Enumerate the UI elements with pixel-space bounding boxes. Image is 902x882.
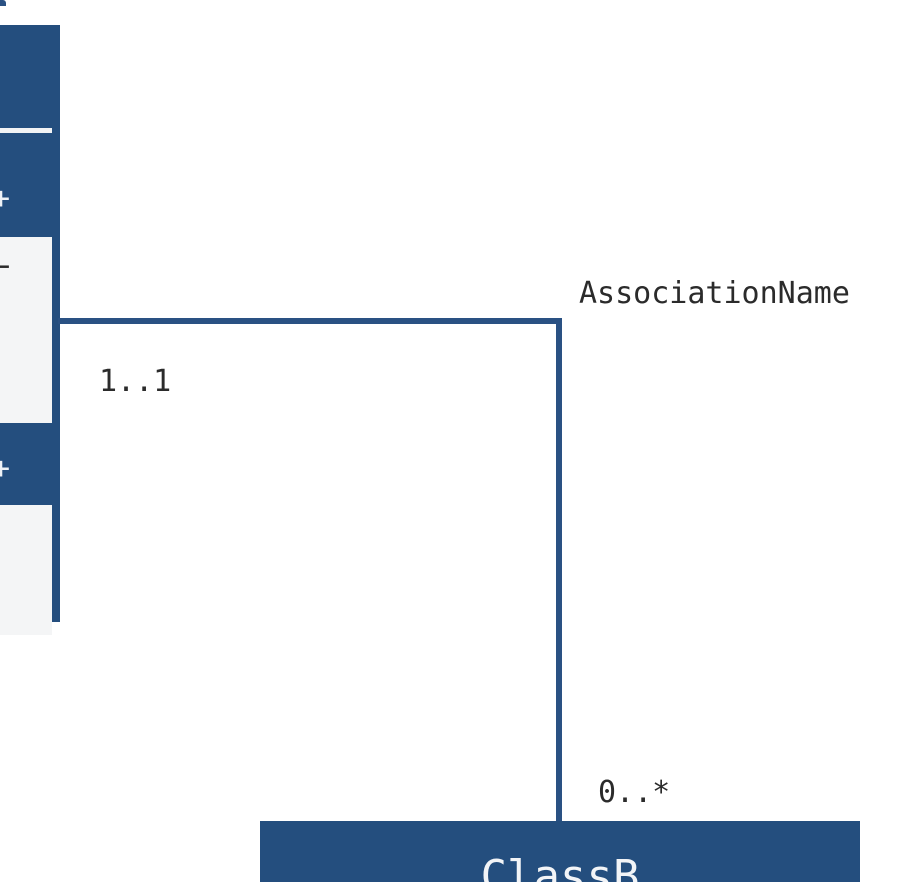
association-source-multiplicity-label: 1..1 <box>99 364 172 399</box>
association-target-multiplicity-label: 0..* <box>598 775 671 810</box>
class-a-compartment-trailing <box>0 505 52 635</box>
class-b-title: ClassB <box>480 851 640 882</box>
association-edge-vertical[interactable] <box>556 318 562 824</box>
class-node-b[interactable]: ClassB <box>260 821 860 882</box>
association-edge-corner <box>0 0 6 6</box>
class-a-title <box>0 25 60 128</box>
class-a-compartment-operations: + <box>0 423 60 505</box>
class-a-compartment-attributes: + <box>0 133 60 237</box>
association-name-label: AssociationName <box>579 276 850 311</box>
class-a-member-private-1[interactable]: − <box>0 249 11 284</box>
association-edge-horizontal[interactable] <box>58 318 562 324</box>
class-node-a[interactable]: + − + <box>0 25 60 635</box>
class-a-compartment-private: − <box>0 237 52 423</box>
class-a-title-separator <box>0 128 52 133</box>
class-a-member-public-2[interactable]: + <box>0 451 11 486</box>
class-a-member-public-1[interactable]: + <box>0 181 11 216</box>
